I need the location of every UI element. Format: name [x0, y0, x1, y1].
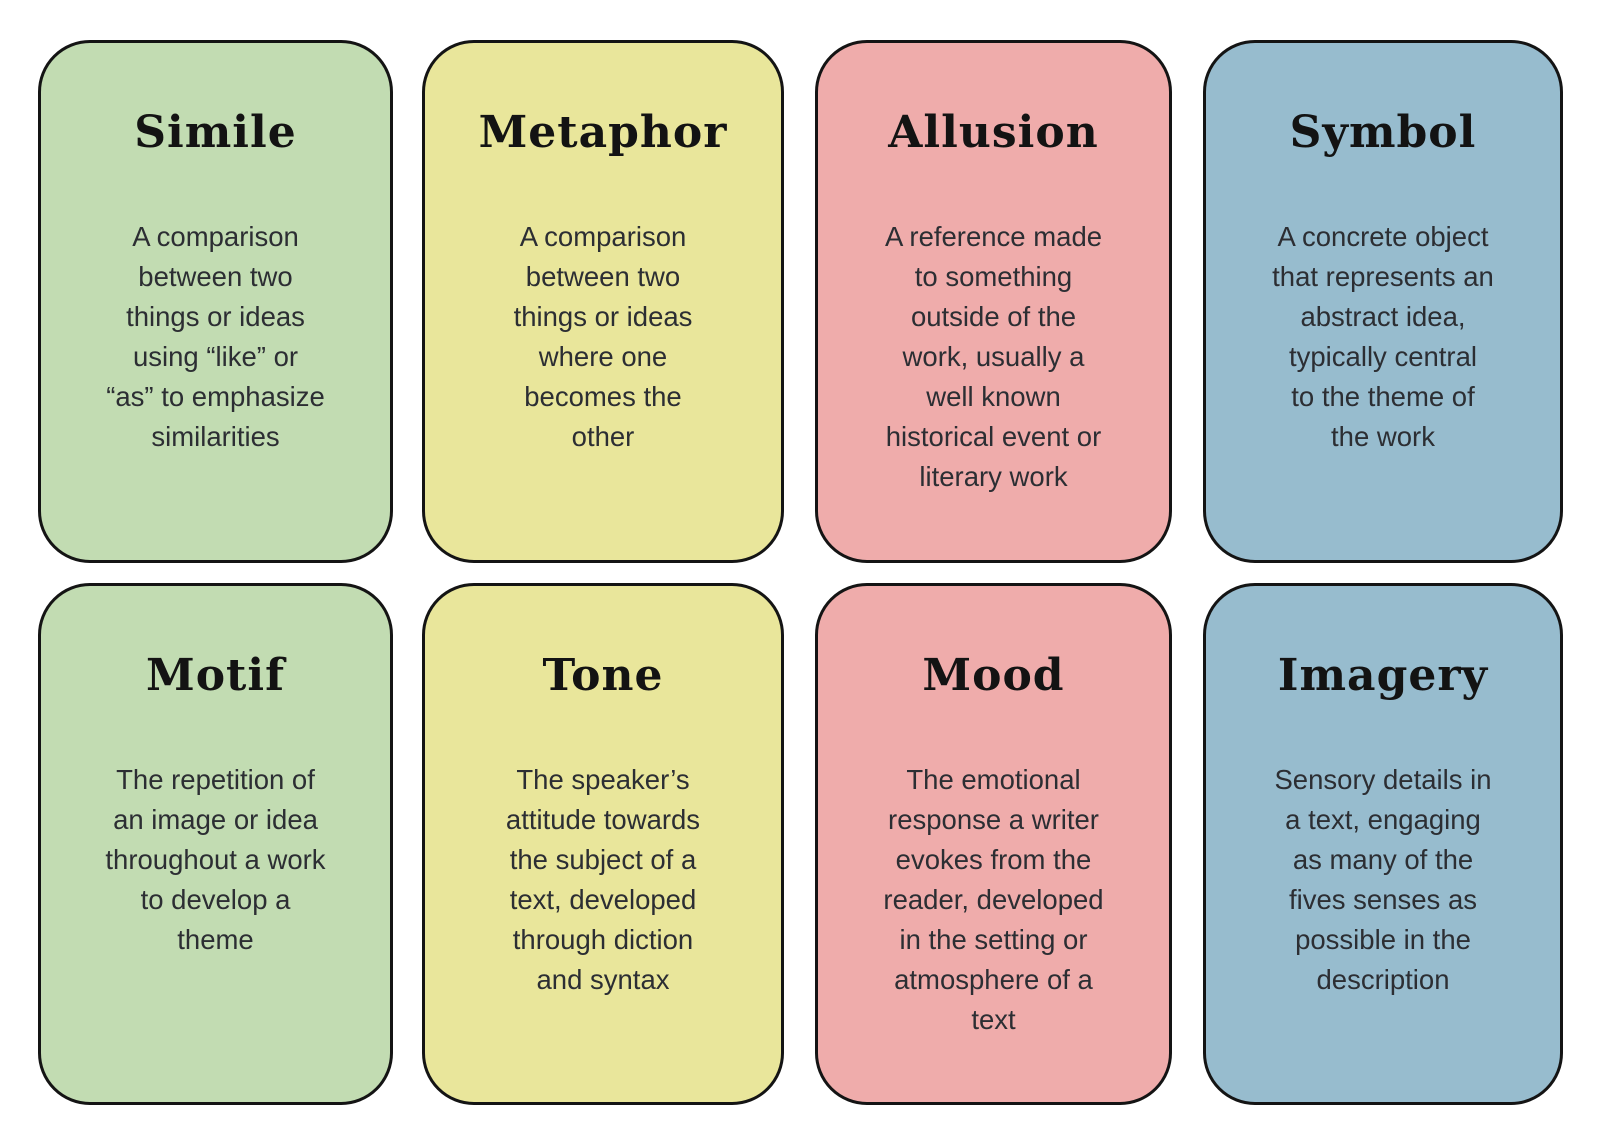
card-title: Simile — [134, 107, 297, 158]
card-definition: A reference made to something outside of… — [884, 221, 1103, 492]
card-title: Imagery — [1277, 650, 1489, 701]
card-mood: Mood The emotional response a writer evo… — [815, 583, 1172, 1105]
card-motif: Motif The repetition of an image or idea… — [38, 583, 393, 1105]
card-definition: The repetition of an image or idea throu… — [105, 764, 326, 955]
card-symbol: Symbol A concrete object that represents… — [1203, 40, 1563, 563]
card-title: Motif — [145, 650, 286, 701]
card-definition: A concrete object that represents an abs… — [1272, 221, 1494, 452]
card-definition: A comparison between two things or ideas… — [106, 221, 325, 452]
card-allusion: Allusion A reference made to something o… — [815, 40, 1172, 563]
card-metaphor: Metaphor A comparison between two things… — [422, 40, 784, 563]
card-title: Metaphor — [478, 107, 728, 158]
card-imagery: Imagery Sensory details in a text, engag… — [1203, 583, 1563, 1105]
card-simile: Simile A comparison between two things o… — [38, 40, 393, 563]
card-title: Allusion — [888, 107, 1099, 158]
card-definition: The emotional response a writer evokes f… — [883, 764, 1104, 1035]
card-definition: A comparison between two things or ideas… — [513, 221, 693, 452]
card-title: Mood — [922, 650, 1065, 701]
card-tone: Tone The speaker’s attitude towards the … — [422, 583, 784, 1105]
card-title: Symbol — [1289, 107, 1477, 158]
card-title: Tone — [542, 650, 664, 701]
card-definition: Sensory details in a text, engaging as m… — [1274, 764, 1492, 995]
card-definition: The speaker’s attitude towards the subje… — [505, 764, 701, 995]
